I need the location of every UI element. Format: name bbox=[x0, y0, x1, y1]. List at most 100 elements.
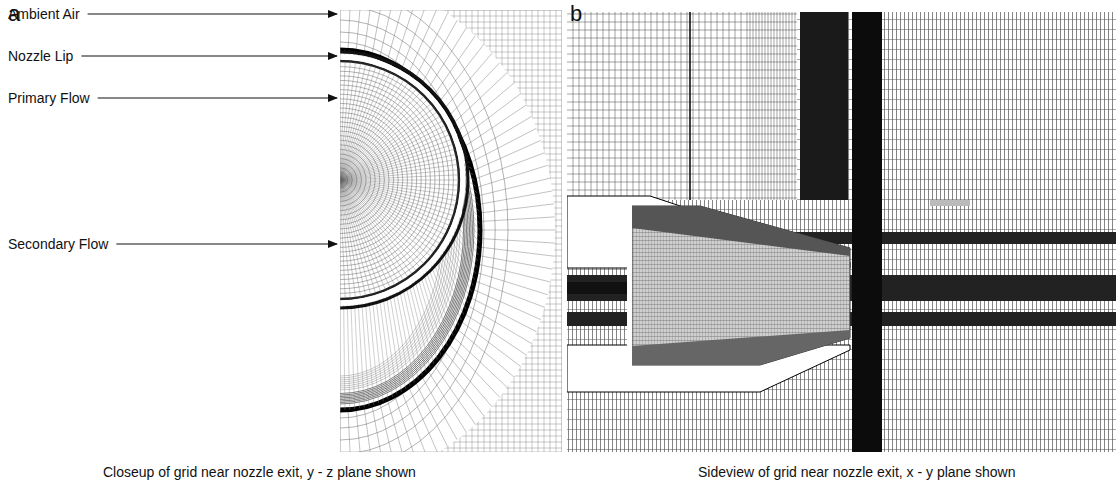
radial-line bbox=[340, 180, 371, 295]
radial-line bbox=[340, 170, 459, 180]
block-edge bbox=[689, 12, 691, 200]
nozzle-wall-grid bbox=[632, 330, 850, 365]
grid-line bbox=[609, 12, 610, 200]
radial-line bbox=[340, 130, 448, 180]
radial-line bbox=[340, 64, 366, 180]
grid-line bbox=[765, 12, 766, 200]
grid-line bbox=[705, 12, 706, 200]
upper-left-block bbox=[567, 12, 797, 200]
radial-line bbox=[340, 92, 420, 180]
grid-line bbox=[567, 166, 797, 167]
grid-line bbox=[573, 12, 574, 200]
grid-line bbox=[789, 12, 790, 200]
grid-line bbox=[556, 10, 557, 452]
grid-line bbox=[615, 12, 616, 200]
grid-line bbox=[567, 118, 797, 119]
grid-line bbox=[795, 12, 796, 200]
exit-plane-band bbox=[852, 12, 882, 452]
grid-line bbox=[711, 12, 712, 200]
grid-line bbox=[780, 12, 781, 200]
nozzle-gap bbox=[627, 204, 632, 368]
radial-line bbox=[340, 180, 412, 274]
grid-ring bbox=[340, 10, 495, 452]
xy-grid bbox=[567, 12, 1116, 452]
radial-line bbox=[340, 180, 381, 292]
grid-line bbox=[747, 12, 748, 200]
radial-line bbox=[340, 180, 459, 181]
grid-line bbox=[597, 12, 598, 200]
radial-line bbox=[340, 180, 356, 298]
grid-ring bbox=[340, 58, 473, 403]
radial-line bbox=[340, 180, 459, 185]
radial-line bbox=[340, 70, 386, 180]
radial-line bbox=[340, 108, 434, 180]
figure-caption: Sideview of grid near nozzle exit, x - y… bbox=[698, 464, 1016, 480]
radial-line bbox=[340, 65, 371, 180]
radial-line bbox=[340, 112, 437, 180]
grid-line bbox=[567, 94, 797, 95]
leader-arrow bbox=[81, 55, 337, 56]
grid-line bbox=[603, 12, 604, 200]
yz-grid bbox=[340, 10, 562, 452]
radial-line bbox=[340, 180, 386, 290]
leader-arrow bbox=[88, 13, 337, 14]
radial-line bbox=[340, 180, 395, 286]
polar-region bbox=[340, 10, 555, 452]
radial-line bbox=[340, 125, 446, 180]
grid-line bbox=[567, 62, 797, 63]
grid-ring bbox=[340, 20, 484, 440]
dense-column bbox=[800, 12, 848, 200]
background-grid bbox=[567, 12, 1116, 452]
grid-line bbox=[645, 12, 646, 200]
grid-line bbox=[567, 190, 797, 191]
radial-line bbox=[340, 180, 420, 268]
grid-line bbox=[567, 54, 797, 55]
radial-line bbox=[340, 144, 453, 180]
part-label: Secondary Flow bbox=[8, 236, 108, 252]
nozzle-lip bbox=[340, 57, 463, 303]
grid-line bbox=[567, 126, 797, 127]
radial-line bbox=[340, 180, 376, 293]
radial-line bbox=[340, 175, 459, 180]
grid-line bbox=[681, 12, 682, 200]
grid-line bbox=[651, 12, 652, 200]
grid-line bbox=[729, 12, 730, 200]
primary-nozzle bbox=[632, 206, 850, 365]
grid-line bbox=[723, 12, 724, 200]
radial-line bbox=[340, 149, 455, 180]
grid-line bbox=[762, 12, 763, 200]
radial-line bbox=[340, 180, 428, 260]
grid-ring bbox=[340, 10, 508, 452]
radial-line bbox=[340, 67, 376, 180]
grid-line bbox=[567, 102, 797, 103]
lip-grid bbox=[340, 52, 468, 308]
grid-line bbox=[675, 12, 676, 200]
radial-line bbox=[340, 164, 458, 180]
grid-line bbox=[693, 12, 694, 200]
grid-line bbox=[567, 46, 797, 47]
grid-line bbox=[567, 110, 797, 111]
grid-line bbox=[669, 12, 670, 200]
grid-line bbox=[774, 12, 775, 200]
grid-ring bbox=[340, 56, 474, 404]
radial-line bbox=[340, 180, 459, 190]
radial-line bbox=[340, 139, 452, 180]
grid-line bbox=[567, 158, 797, 159]
grid-line bbox=[567, 78, 797, 79]
secondary-boundary bbox=[340, 50, 480, 410]
radial-line bbox=[340, 180, 345, 299]
grid-line bbox=[567, 86, 797, 87]
grid-line bbox=[567, 182, 797, 183]
grid-line bbox=[741, 12, 742, 200]
radial-line bbox=[340, 180, 350, 299]
grid-line bbox=[567, 38, 797, 39]
leader-arrow bbox=[116, 243, 337, 244]
radial-line bbox=[340, 180, 452, 221]
grid-line bbox=[633, 12, 634, 200]
shear-band bbox=[567, 282, 627, 294]
panel-frame bbox=[340, 10, 562, 452]
radial-line bbox=[340, 180, 416, 271]
